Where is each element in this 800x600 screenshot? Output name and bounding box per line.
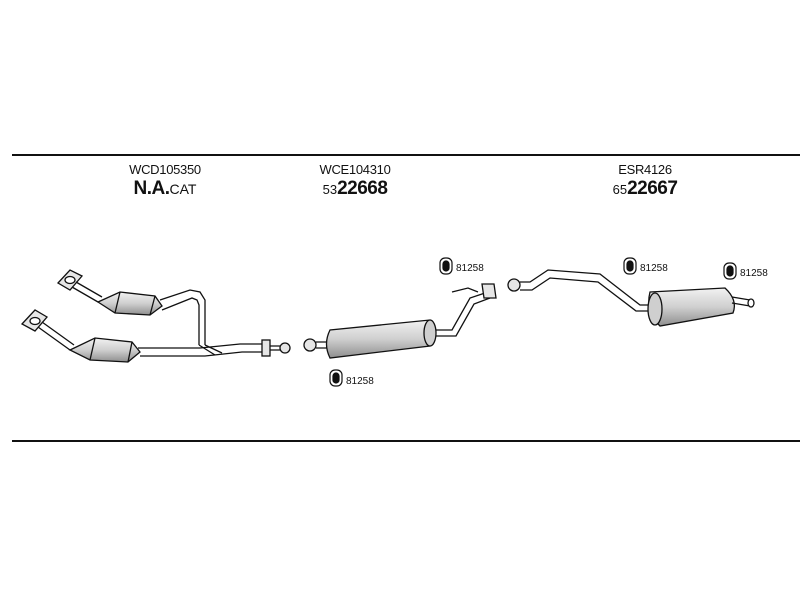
section-rear-code: ESR4126 bbox=[618, 162, 672, 177]
front-upper-flange bbox=[56, 269, 84, 291]
front-lower-flange bbox=[20, 309, 49, 332]
section-rear-ref: 6522667 bbox=[590, 178, 700, 200]
section-front-code: WCD105350 bbox=[129, 162, 201, 177]
rear-tailpipe bbox=[731, 296, 751, 307]
rear-pipe bbox=[520, 269, 648, 312]
section-middle-ref-main: 22668 bbox=[337, 178, 388, 199]
front-lower-downpipe bbox=[37, 321, 75, 351]
rear-inlet-flange bbox=[507, 278, 521, 292]
hanger-icon bbox=[439, 257, 453, 275]
hanger-icon bbox=[723, 262, 737, 280]
section-front-ref-prefix: N.A. bbox=[133, 178, 171, 199]
front-lower-pipe bbox=[138, 343, 262, 357]
center-muffler bbox=[325, 319, 437, 359]
front-outlet-flange bbox=[261, 339, 291, 357]
front-pipe-assembly bbox=[20, 269, 291, 363]
section-front-ref-suffix: CAT bbox=[169, 181, 197, 197]
front-upper-pipe bbox=[159, 289, 206, 345]
top-rule bbox=[12, 154, 800, 156]
section-middle-code: WCE104310 bbox=[319, 162, 391, 177]
middle-muffler-assembly bbox=[303, 283, 497, 359]
section-middle-label: WCE104310 5322668 bbox=[300, 162, 410, 200]
front-upper-downpipe bbox=[71, 281, 103, 303]
section-rear-label: ESR4126 6522667 bbox=[590, 162, 700, 200]
section-middle-ref-prefix: 53 bbox=[322, 182, 338, 197]
lower-catalytic-converter bbox=[68, 337, 141, 363]
section-front-ref: N.A.CAT bbox=[110, 178, 220, 200]
middle-outlet-pipe bbox=[436, 291, 491, 337]
middle-outlet-flange bbox=[481, 283, 497, 299]
section-rear-ref-main: 22667 bbox=[627, 178, 678, 199]
hanger-label: 81258 bbox=[740, 268, 768, 279]
rear-muffler bbox=[647, 287, 736, 327]
hanger-label: 81258 bbox=[346, 376, 374, 387]
hanger-icon bbox=[623, 257, 637, 275]
rear-muffler-assembly bbox=[507, 269, 755, 327]
hanger-icon bbox=[329, 369, 343, 387]
section-front-label: WCD105350 N.A.CAT bbox=[110, 162, 220, 200]
hanger-label: 81258 bbox=[640, 263, 668, 274]
hanger-label: 81258 bbox=[456, 263, 484, 274]
bottom-rule bbox=[12, 440, 800, 442]
upper-catalytic-converter bbox=[96, 291, 163, 316]
section-middle-ref: 5322668 bbox=[300, 178, 410, 200]
section-rear-ref-prefix: 65 bbox=[612, 182, 628, 197]
